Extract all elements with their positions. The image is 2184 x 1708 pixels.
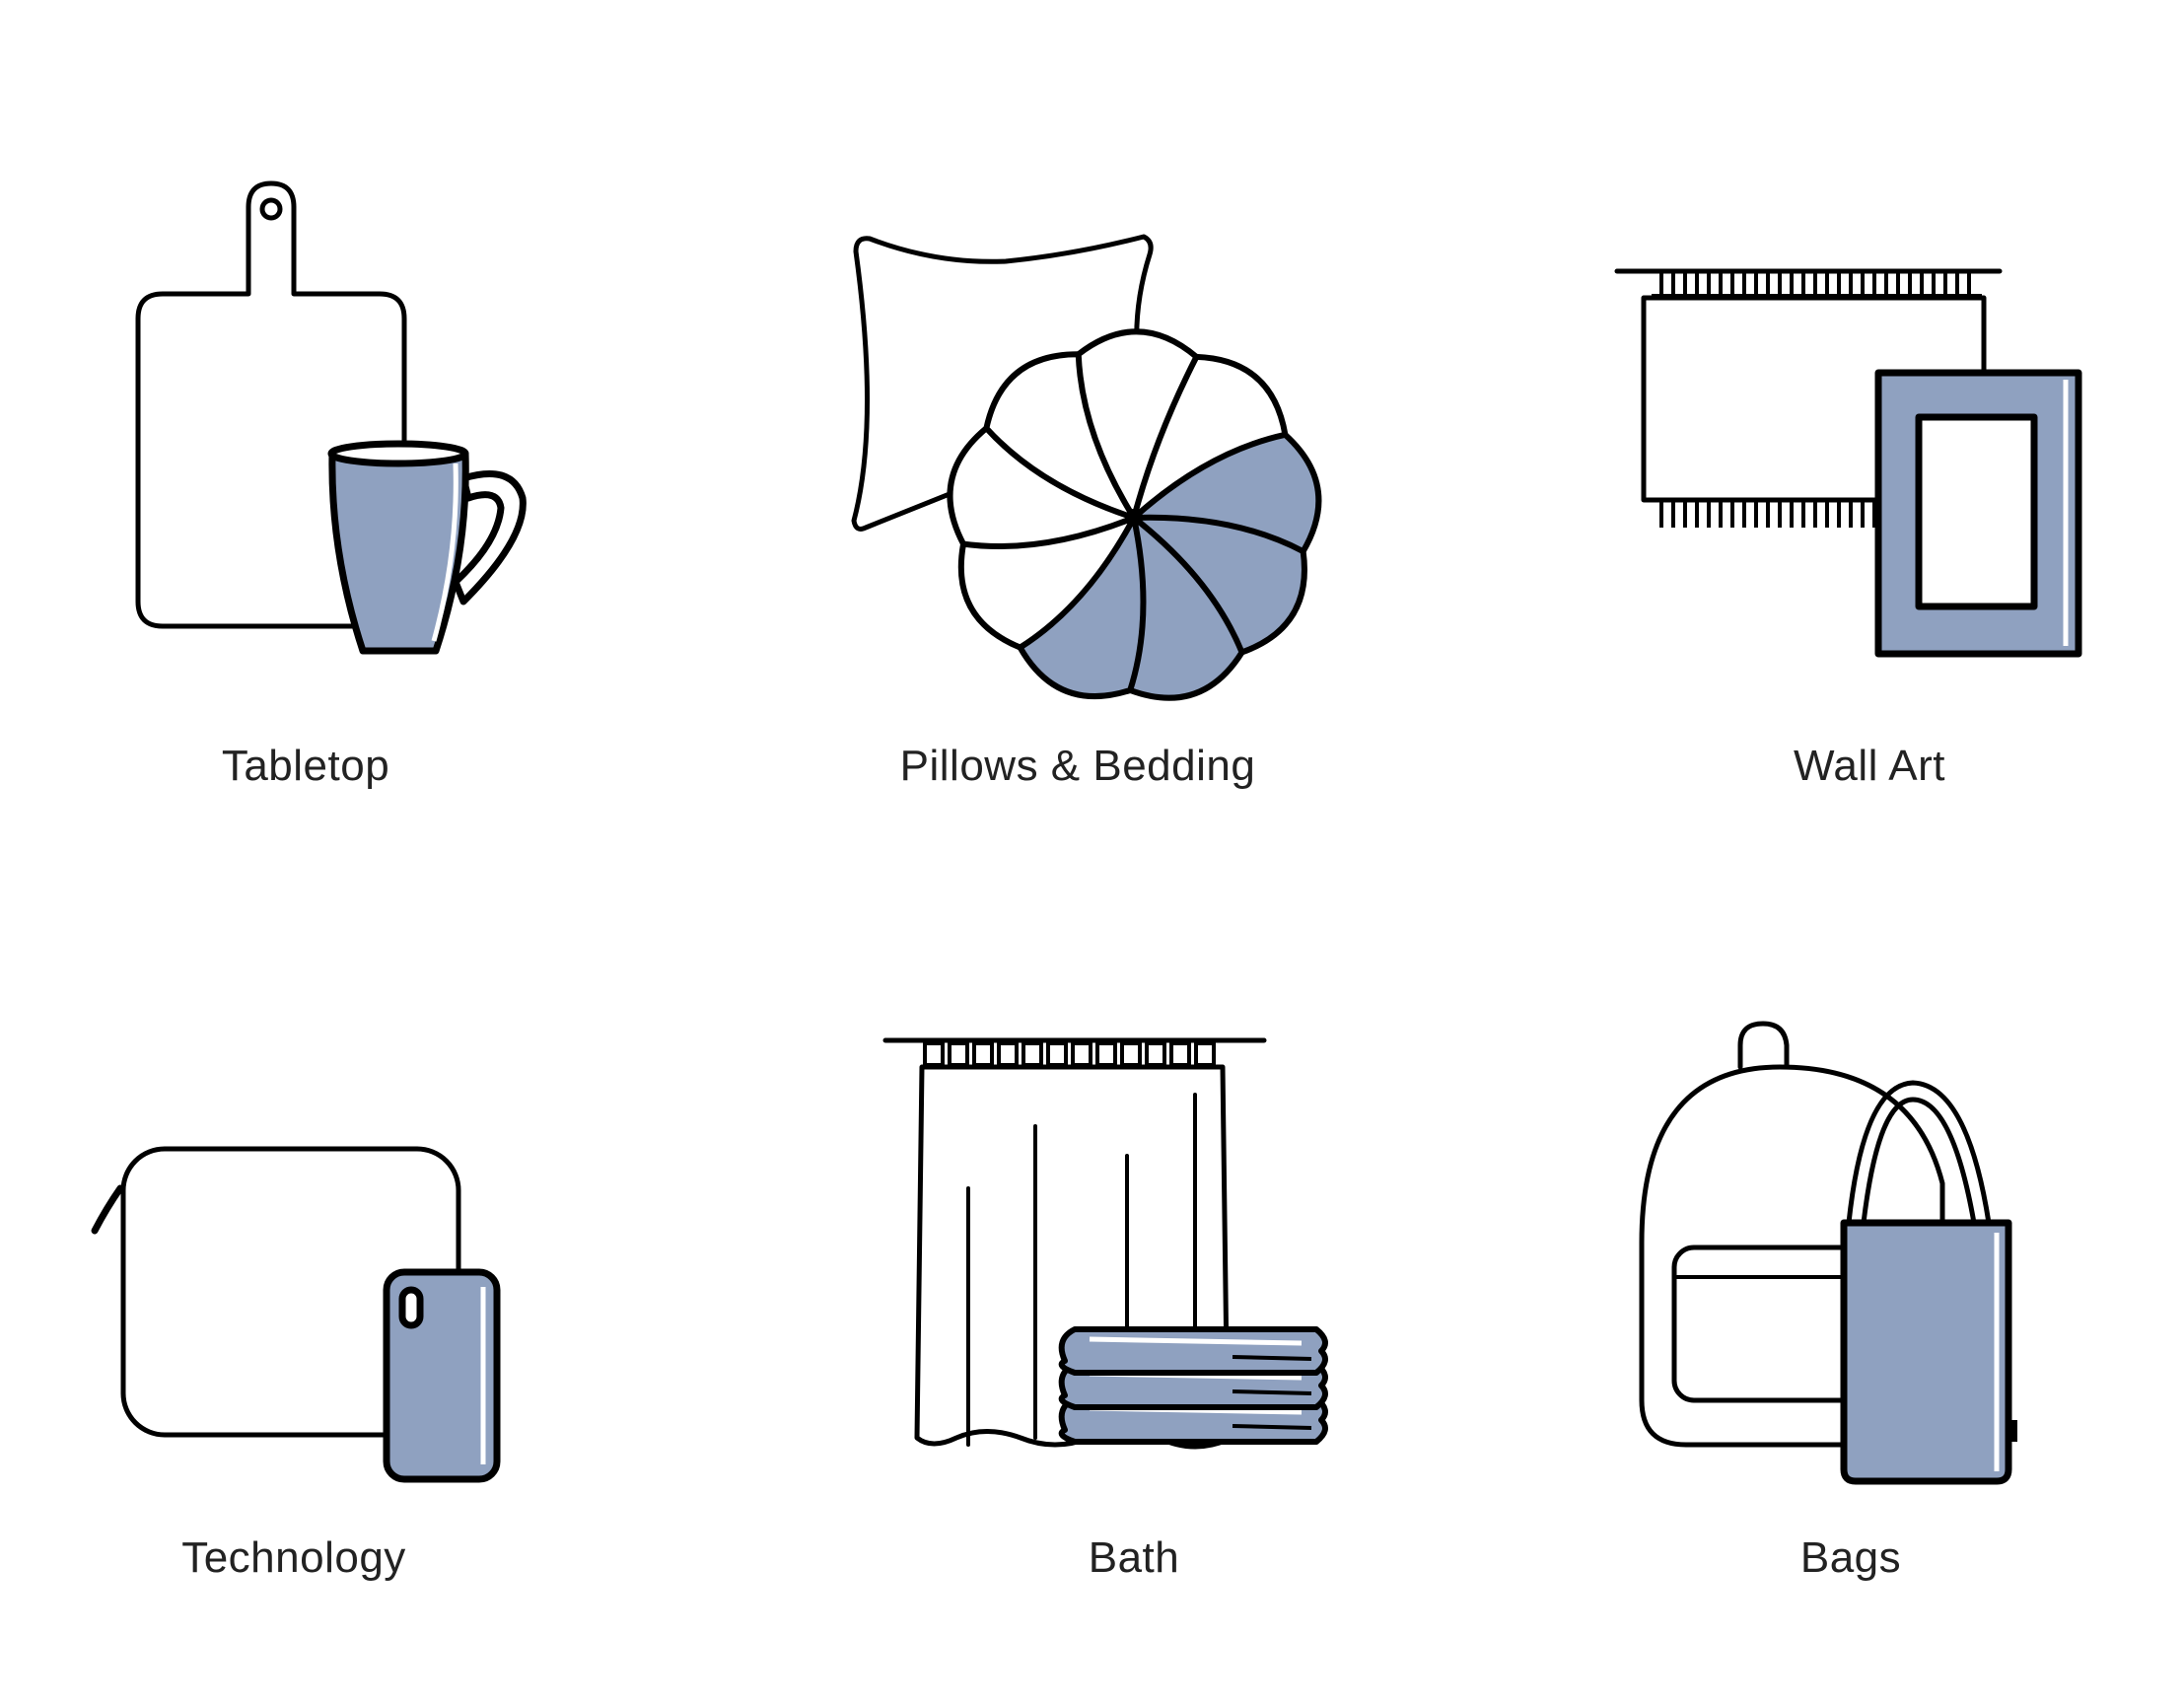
category-pillows-bedding[interactable]: Pillows & Bedding bbox=[769, 0, 1459, 848]
category-label: Wall Art bbox=[1794, 742, 1945, 790]
category-bags[interactable]: Bags bbox=[1538, 848, 2184, 1708]
cutting-board-and-mug-icon bbox=[135, 180, 527, 655]
towel bbox=[1058, 1326, 1328, 1376]
backpack-and-tote-icon bbox=[1639, 1021, 2017, 1485]
category-label: Bags bbox=[1799, 1533, 1902, 1582]
category-label: Pillows & Bedding bbox=[899, 742, 1256, 790]
pillows-icon bbox=[851, 234, 1322, 701]
round-pleated-pillow bbox=[947, 328, 1322, 701]
pillow-pleat bbox=[1075, 328, 1200, 521]
category-label: Technology bbox=[181, 1533, 406, 1582]
tapestry-and-frame-icon bbox=[1614, 268, 2082, 658]
category-tabletop[interactable]: Tabletop bbox=[0, 0, 690, 848]
pillow-button bbox=[1125, 509, 1143, 527]
shower-curtain-and-towels-icon bbox=[882, 1037, 1328, 1450]
laptop-sleeve-and-phone-case-icon bbox=[91, 1146, 501, 1483]
category-label: Tabletop bbox=[221, 742, 390, 790]
category-bath[interactable]: Bath bbox=[769, 848, 1459, 1708]
category-technology[interactable]: Technology bbox=[0, 848, 690, 1708]
category-label: Bath bbox=[1088, 1533, 1180, 1582]
category-wall-art[interactable]: Wall Art bbox=[1538, 0, 2184, 848]
